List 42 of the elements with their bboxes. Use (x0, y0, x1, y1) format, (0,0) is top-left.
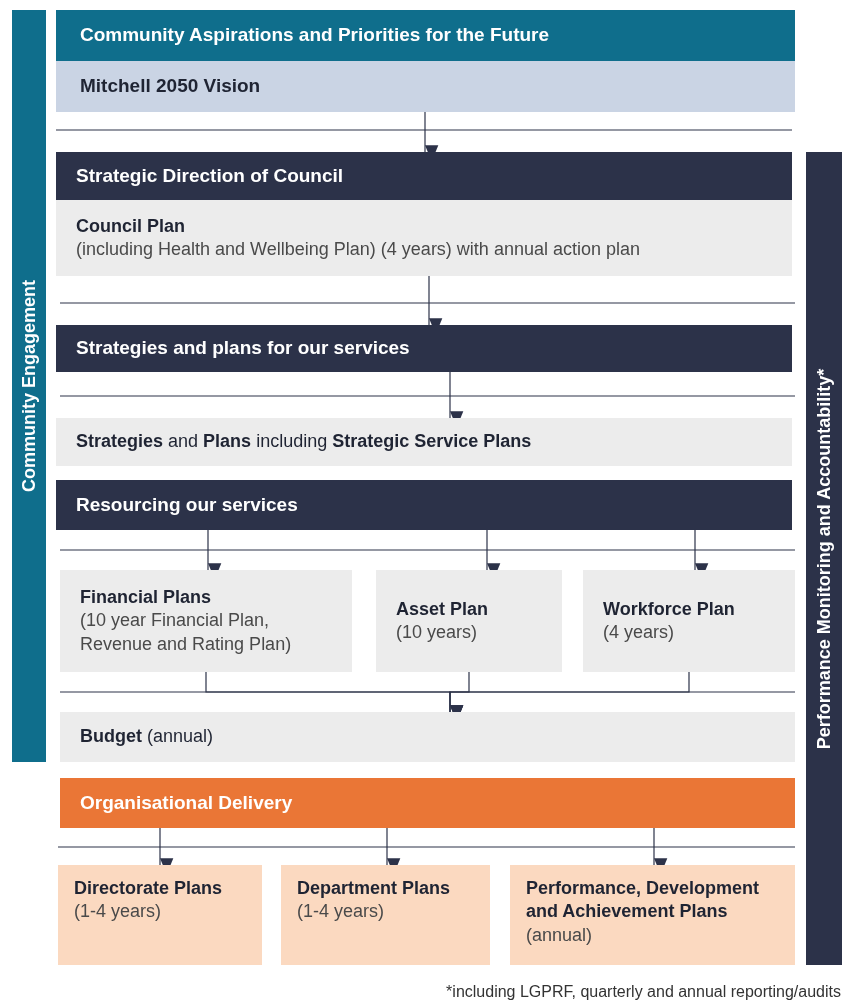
band-label: Performance Monitoring and Accountability* (812, 368, 835, 749)
box-title: Mitchell 2050 Vision (80, 74, 262, 99)
box-heading: Financial Plans (80, 585, 213, 609)
box-note: (including Health and Wellbeing Plan) (4 years) with annual action plan (76, 238, 641, 261)
plan-box (58, 865, 262, 965)
box-note: (10 years) (396, 621, 479, 644)
box-heading: Workforce Plan (603, 597, 736, 621)
box-title: Strategies and Plans including Strategic Service Plans (76, 430, 533, 454)
box-note: (1-4 years) (74, 900, 163, 924)
side-band (12, 10, 46, 762)
header-bar (56, 10, 795, 61)
plan-box (60, 570, 352, 672)
plan-box (56, 200, 792, 276)
box-heading: Asset Plan (396, 597, 490, 621)
box-note: (1-4 years) (297, 900, 386, 924)
side-band (806, 152, 842, 965)
box-title: Budget (annual) (80, 725, 215, 749)
box-title: Strategic Direction of Council (76, 163, 345, 188)
box-heading: Council Plan (76, 214, 186, 238)
plan-box (510, 865, 795, 965)
box-heading: Performance, Development and Achievement Plans (526, 877, 761, 924)
plan-box (60, 712, 795, 762)
plan-box (56, 418, 792, 466)
header-bar (60, 778, 795, 828)
box-note: (annual) (526, 923, 594, 947)
header-bar (56, 152, 792, 200)
plan-box (583, 570, 795, 672)
box-title: Community Aspirations and Priorities for the Future (80, 23, 551, 48)
box-title: Organisational Delivery (80, 790, 294, 815)
plan-box (376, 570, 562, 672)
box-heading: Directorate Plans (74, 877, 224, 900)
box-title: Resourcing our services (76, 492, 299, 517)
box-heading: Department Plans (297, 877, 452, 900)
vision-box (56, 61, 795, 112)
footnote: *including LGPRF, quarterly and annual reporting/audits (446, 982, 841, 1002)
header-bar (56, 325, 792, 372)
band-label: Community Engagement (17, 280, 40, 492)
box-title: Strategies and plans for our services (76, 336, 411, 361)
box-note: (10 year Financial Plan, Revenue and Rating Plan) (80, 609, 293, 656)
box-note: (4 years) (603, 621, 675, 644)
plan-box (281, 865, 490, 965)
header-bar (56, 480, 792, 530)
